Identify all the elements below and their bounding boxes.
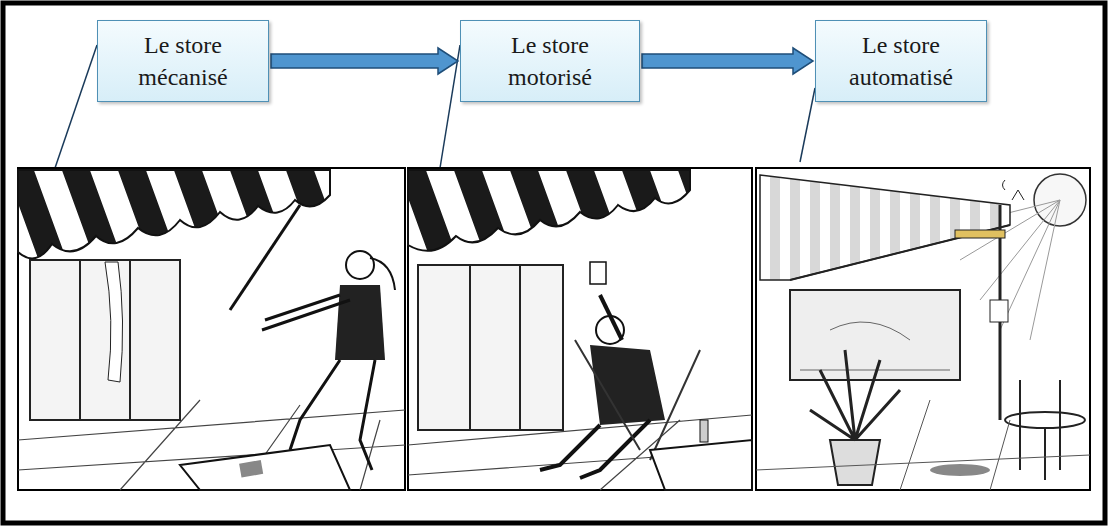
leader-line [55, 45, 97, 168]
outer-frame [3, 3, 1105, 523]
flow-arrow [642, 48, 813, 74]
callout-label: Le store motorisé [473, 29, 627, 93]
callout-label: Le store mécanisé [110, 29, 256, 93]
callout-box: Le store automatisé [815, 20, 987, 102]
leader-line [800, 88, 815, 162]
callout-box: Le store mécanisé [97, 20, 269, 102]
panel-motorise [408, 168, 752, 490]
panel-mecanise [18, 168, 405, 490]
leader-line [440, 45, 460, 168]
callout-label: Le store automatisé [828, 29, 974, 93]
panel-automatise [756, 168, 1090, 490]
callout-box: Le store motorisé [460, 20, 640, 102]
flow-arrow [271, 48, 458, 74]
